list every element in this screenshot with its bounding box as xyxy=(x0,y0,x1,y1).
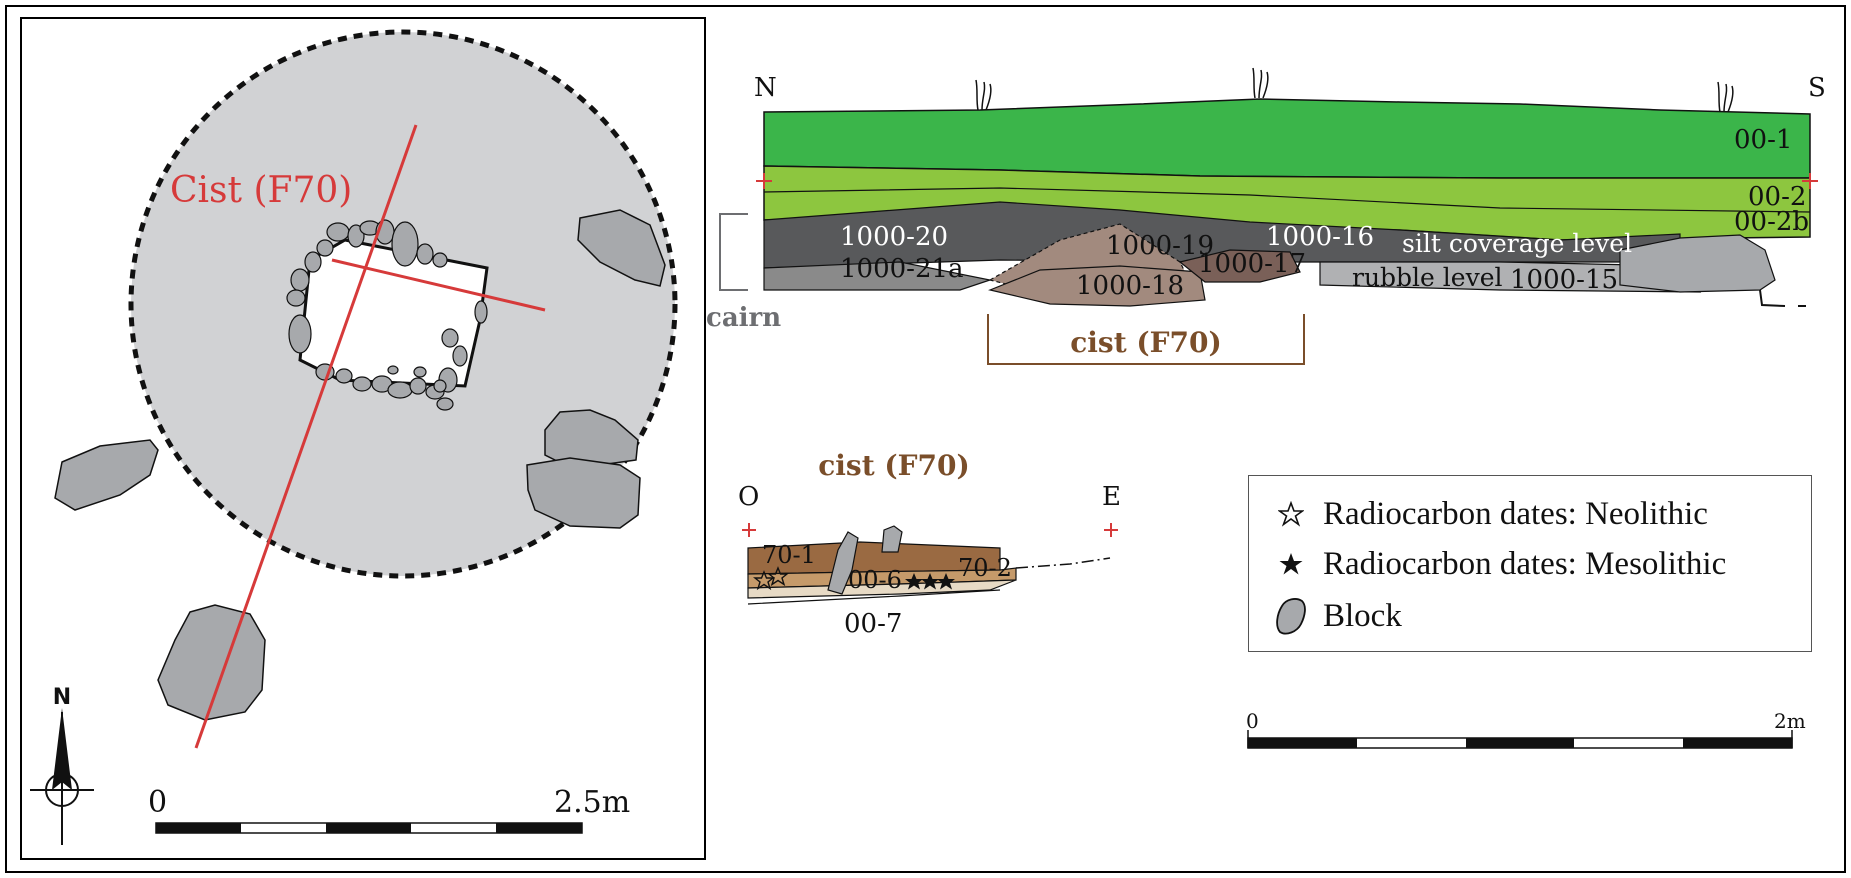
layer-1000-21a xyxy=(763,261,993,291)
label-1000-17: 1000-17 xyxy=(1198,249,1306,279)
cist-stones xyxy=(286,219,488,411)
label-silt: silt coverage level xyxy=(1402,229,1632,258)
label-00-2b: 00-2b xyxy=(1734,207,1809,237)
layer-00-2b-boundary xyxy=(763,187,1811,213)
neolithic-star-icon xyxy=(1273,496,1309,532)
ns-south-label: S xyxy=(1808,73,1826,103)
legend-mesolithic-label: Radiocarbon dates: Mesolithic xyxy=(1323,545,1727,582)
label-00-6: 00-6 xyxy=(848,566,902,594)
neolithic-star-icon xyxy=(753,566,789,591)
label-00-2: 00-2 xyxy=(1748,182,1806,212)
datum-cross-icon xyxy=(756,173,1818,189)
legend-row-mesolithic: Radiocarbon dates: Mesolithic xyxy=(1273,544,1726,584)
block-shape xyxy=(1619,234,1776,293)
mesolithic-star-icon xyxy=(1273,546,1309,582)
layer-00-1 xyxy=(763,98,1811,179)
label-70-2: 70-2 xyxy=(958,554,1012,582)
label-00-7: 00-7 xyxy=(844,609,902,639)
oe-right-label: E xyxy=(1102,482,1121,512)
plan-view: Cist (F70) N 0 2.5m xyxy=(30,29,678,845)
block-shape xyxy=(526,457,641,529)
block-shape xyxy=(881,525,903,553)
oe-left-label: O xyxy=(738,482,759,512)
label-00-1: 00-1 xyxy=(1734,125,1792,155)
label-1000-21a: 1000-21a xyxy=(840,254,964,284)
mesolithic-star-icon xyxy=(905,573,955,590)
section-line-ns xyxy=(194,124,418,749)
cairn-label: cairn xyxy=(706,303,781,333)
plan-scale-end: 2.5m xyxy=(554,785,630,820)
section-line-oe xyxy=(331,258,546,312)
block-shape xyxy=(577,209,666,287)
legend: Radiocarbon dates: Neolithic Radiocarbon… xyxy=(1248,475,1812,652)
plan-scale-bar xyxy=(155,822,583,834)
ns-north-label: N xyxy=(754,73,777,103)
legend-row-neolithic: Radiocarbon dates: Neolithic xyxy=(1273,494,1708,534)
block-shape xyxy=(54,439,159,511)
plan-panel xyxy=(20,17,706,860)
north-label: N xyxy=(53,685,71,710)
label-70-1: 70-1 xyxy=(762,541,816,569)
label-1000-16: 1000-16 xyxy=(1266,222,1374,252)
oe-title: cist (F70) xyxy=(818,449,969,482)
cist-bracket xyxy=(987,314,1305,365)
north-arrow-icon xyxy=(30,708,94,845)
label-1000-15: 1000-15 xyxy=(1510,265,1618,295)
label-1000-18: 1000-18 xyxy=(1076,271,1184,301)
section-scale-end: 2m xyxy=(1774,709,1806,733)
datum-cross-icon xyxy=(742,523,1118,537)
oe-trailing-line xyxy=(1015,557,1111,569)
layer-1000-17 xyxy=(1178,249,1301,283)
legend-neolithic-label: Radiocarbon dates: Neolithic xyxy=(1323,495,1708,532)
label-1000-20: 1000-20 xyxy=(840,222,948,252)
section-scale-bar xyxy=(1247,730,1793,749)
label-1000-19: 1000-19 xyxy=(1106,231,1214,261)
block-icon xyxy=(1273,598,1309,635)
oe-bottom-line xyxy=(747,589,1001,605)
cist-label: Cist (F70) xyxy=(170,170,352,211)
cist-bracket-label: cist (F70) xyxy=(1070,326,1221,359)
figure-frame xyxy=(5,5,1846,873)
section-oe: cist (F70) O E 70-1 70-2 00-6 00-7 xyxy=(738,449,1121,639)
block-shape xyxy=(157,604,266,721)
section-scale-start: 0 xyxy=(1246,709,1259,733)
cairn-bracket xyxy=(719,213,748,291)
legend-block-label: Block xyxy=(1323,597,1402,634)
layer-1000-18 xyxy=(988,265,1206,307)
section-ns: N S 00-1 00-2 00-2b 1000-20 1000-21a 100… xyxy=(706,67,1826,365)
plan-scale-start: 0 xyxy=(148,785,167,820)
section-bottom-line xyxy=(1759,289,1786,307)
layer-1000-20 xyxy=(763,201,1681,269)
legend-row-block: Block xyxy=(1273,596,1402,636)
grass-icon xyxy=(975,67,1734,113)
block-shape xyxy=(827,531,859,595)
label-rubble: rubble level xyxy=(1352,263,1503,292)
